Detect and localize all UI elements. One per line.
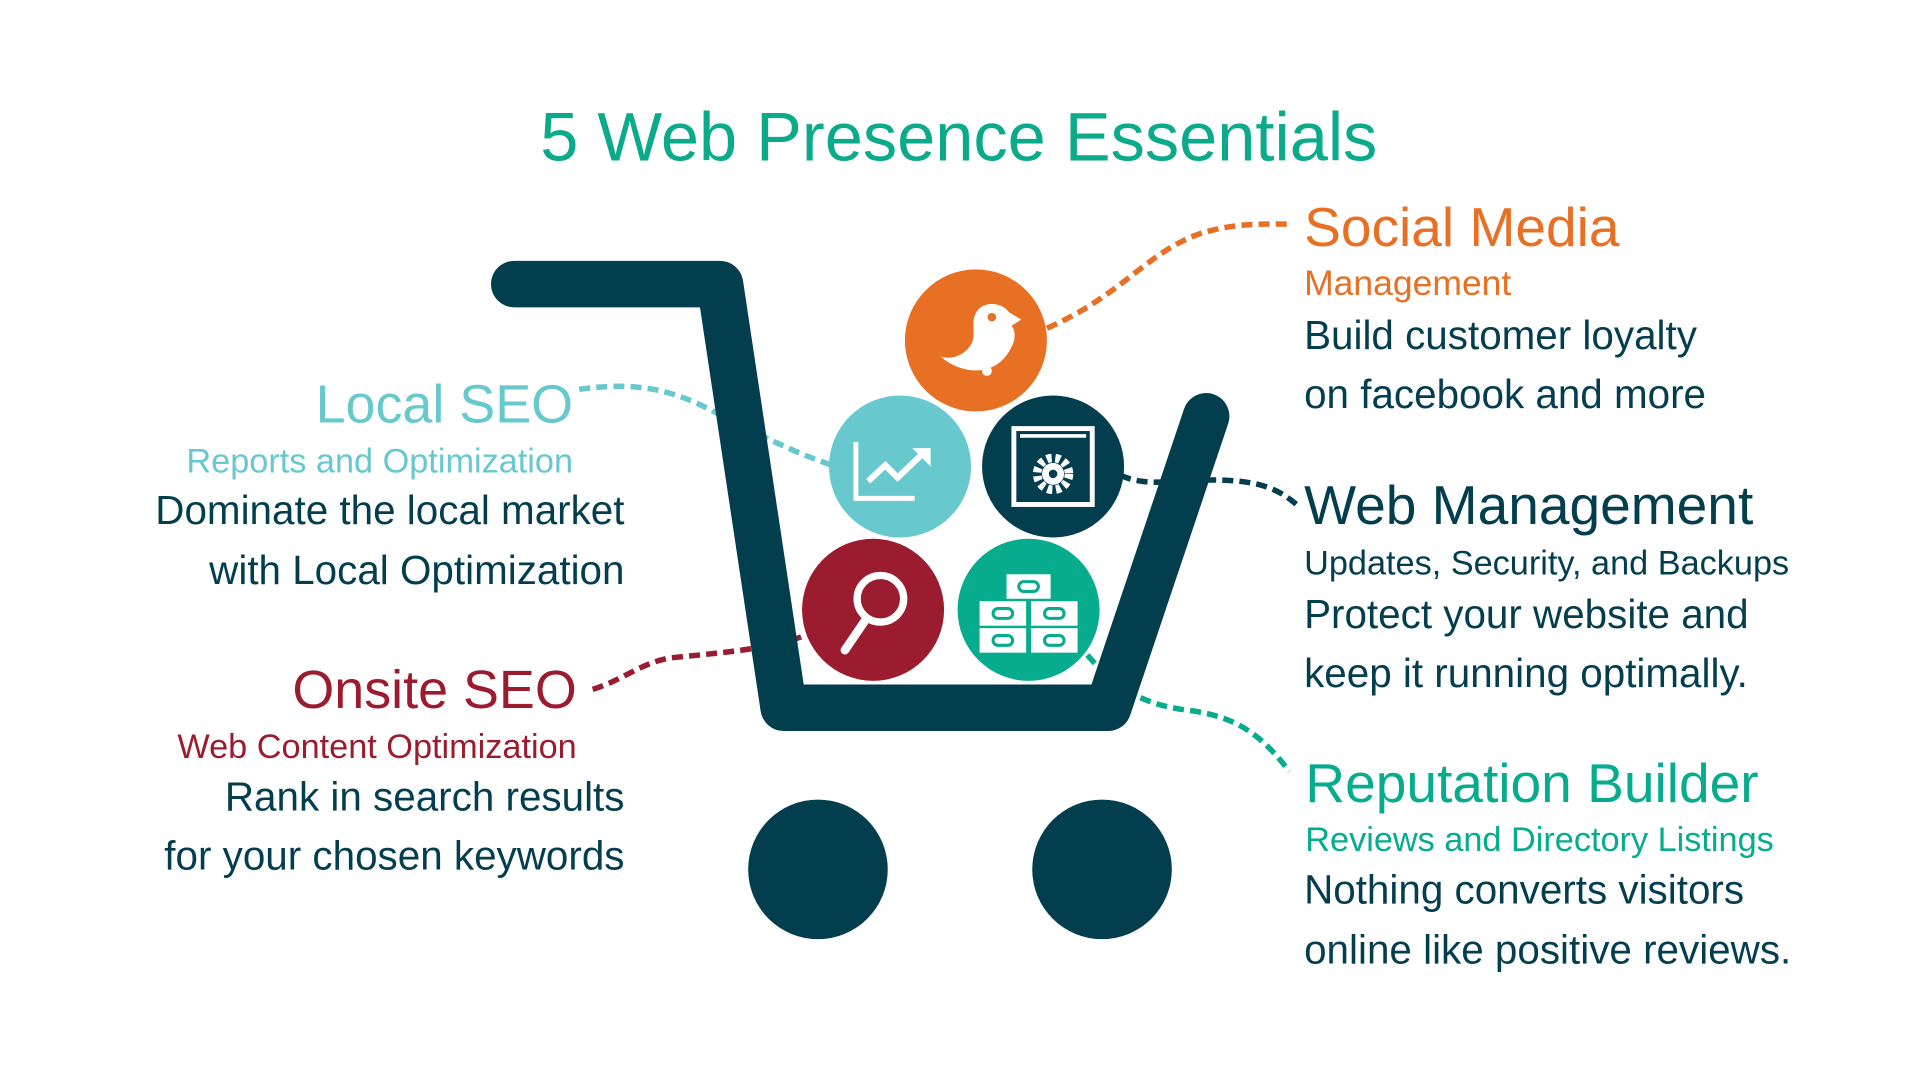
reputation-block: Reputation Builder Reviews and Directory… <box>1304 752 1791 973</box>
web-heading: Web Management <box>1304 474 1753 536</box>
local-seo-block: Local SEO Reports and Optimization Domin… <box>155 374 624 593</box>
onsite-line1: Rank in search results <box>225 774 625 820</box>
browser-gear-icon <box>982 395 1125 538</box>
social-sub: Management <box>1304 263 1511 303</box>
reputation-sub: Reviews and Directory Listings <box>1305 821 1773 859</box>
onsite-seo-block: Onsite SEO Web Content Optimization Rank… <box>164 660 624 879</box>
local-heading: Local SEO <box>316 374 573 434</box>
shopping-cart-icon <box>491 260 1230 940</box>
local-sub: Reports and Optimization <box>186 443 573 481</box>
trend-chart-icon <box>828 395 972 538</box>
cart-wheel-left <box>748 799 888 940</box>
web-line2: keep it running optimally. <box>1304 650 1748 696</box>
page-title: 5 Web Presence Essentials <box>540 98 1377 175</box>
social-media-block: Social Media Management Build customer l… <box>1304 196 1706 417</box>
reputation-line1: Nothing converts visitors <box>1304 867 1744 913</box>
web-management-block: Web Management Updates, Security, and Ba… <box>1304 474 1789 696</box>
onsite-heading: Onsite SEO <box>292 660 576 720</box>
cart-wheel-right <box>1032 799 1172 940</box>
magnifier-icon <box>802 538 945 681</box>
onsite-line2: for your chosen keywords <box>164 832 624 878</box>
bird-icon <box>904 269 1047 412</box>
connector-web <box>1119 472 1300 508</box>
web-line1: Protect your website and <box>1304 591 1749 637</box>
reputation-line2: online like positive reviews. <box>1304 927 1791 973</box>
social-heading: Social Media <box>1304 196 1620 258</box>
web-sub: Updates, Security, and Backups <box>1304 544 1789 582</box>
link-bricks-icon <box>957 538 1100 681</box>
reputation-heading: Reputation Builder <box>1305 752 1758 814</box>
onsite-sub: Web Content Optimization <box>177 728 576 766</box>
connector-social <box>1045 221 1290 331</box>
connector-local <box>578 383 834 468</box>
social-line1: Build customer loyalty <box>1304 312 1698 358</box>
social-line2: on facebook and more <box>1304 371 1706 417</box>
local-line2: with Local Optimization <box>208 547 624 593</box>
local-line1: Dominate the local market <box>155 487 624 533</box>
